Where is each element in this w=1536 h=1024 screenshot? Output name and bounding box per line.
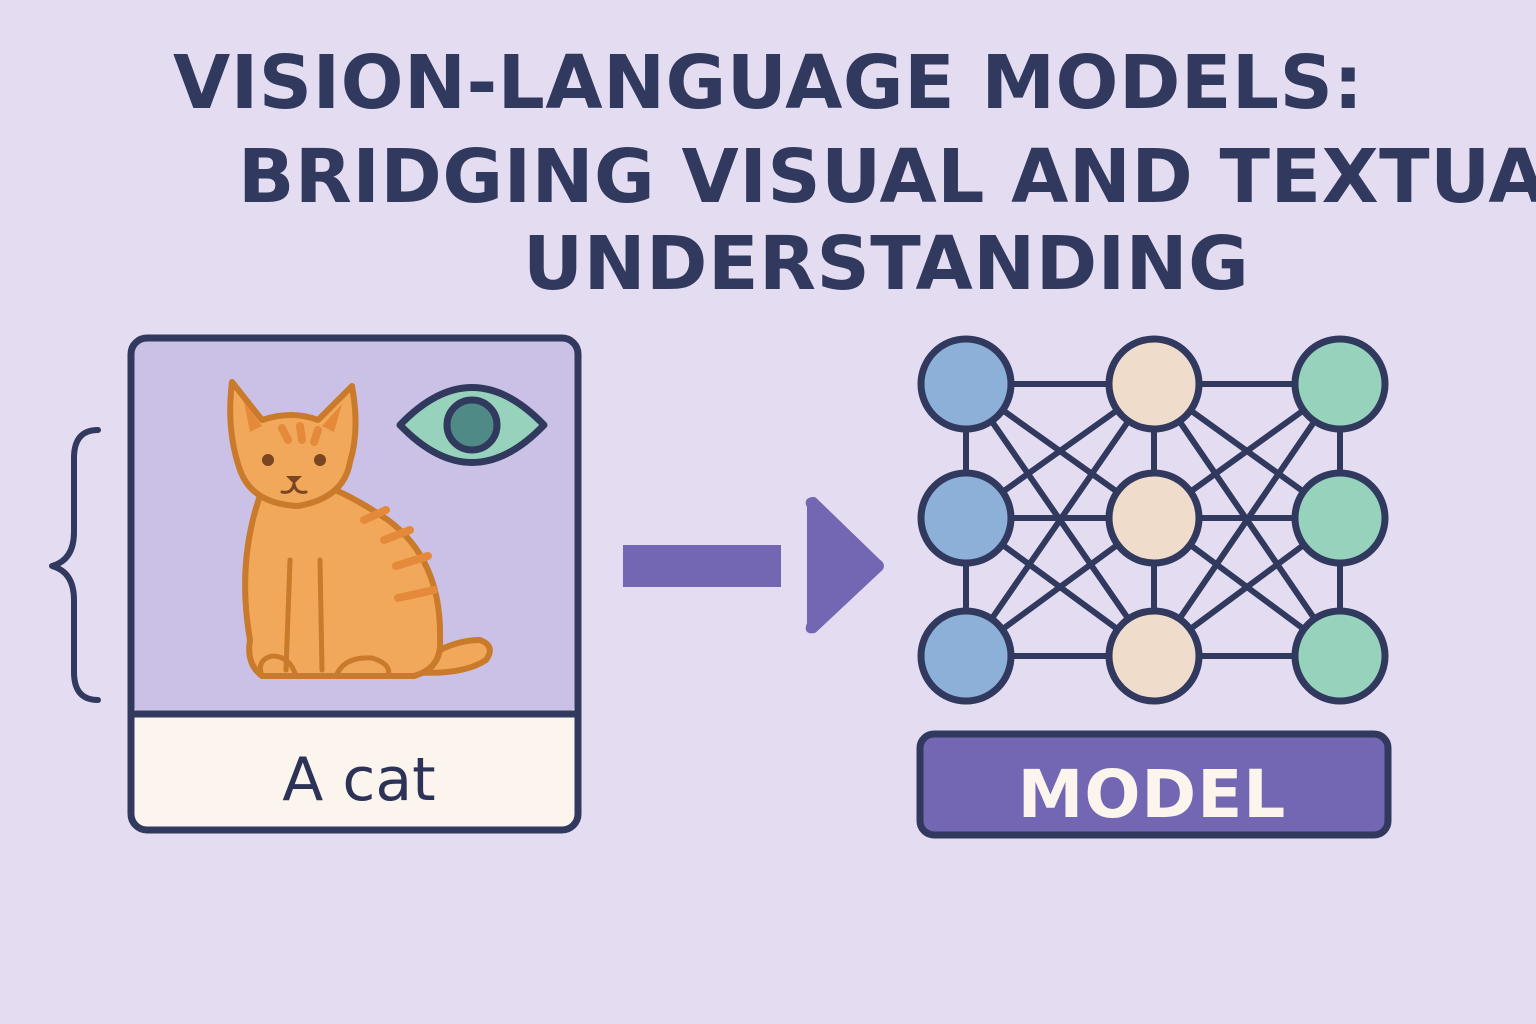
network-edge (963, 381, 1157, 659)
neural-network-diagram (917, 335, 1389, 705)
input-node (917, 607, 1015, 705)
eye-icon (396, 384, 548, 466)
network-edge (1151, 381, 1343, 659)
title-line-2: BRIDGING VISUAL AND TEXTUAL (238, 134, 1536, 220)
hidden-node (1105, 607, 1203, 705)
hidden-node (1105, 469, 1203, 567)
title-line-1: VISION-LANGUAGE MODELS: (173, 40, 1364, 126)
hidden-node (1105, 335, 1203, 433)
output-node (1291, 469, 1389, 567)
input-node (917, 335, 1015, 433)
curly-brace (49, 427, 101, 703)
model-label: MODEL (1018, 756, 1287, 833)
model-label-box: MODEL (916, 730, 1392, 839)
card-frame (127, 334, 582, 834)
input-node (917, 469, 1015, 567)
output-node (1291, 335, 1389, 433)
title-line-3: UNDERSTANDING (523, 221, 1250, 307)
output-node (1291, 607, 1389, 705)
network-nodes (917, 335, 1389, 705)
card-caption: A cat (282, 745, 435, 815)
arrow-right-icon (623, 497, 884, 634)
cat-icon (227, 379, 493, 679)
